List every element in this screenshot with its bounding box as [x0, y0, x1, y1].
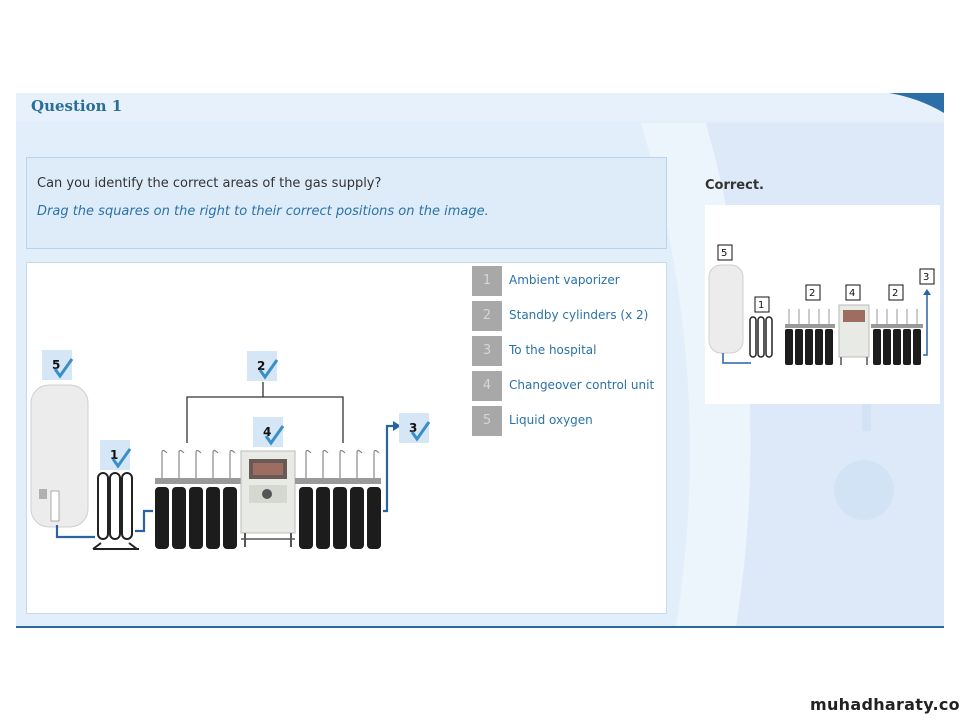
question-text: Can you identify the correct areas of th…	[37, 176, 382, 191]
legend-item-4[interactable]: 4 Changeover control unit	[472, 371, 662, 401]
legend-label: To the hospital	[509, 343, 597, 357]
standby-cylinders-left	[155, 449, 241, 549]
legend-item-1[interactable]: 1 Ambient vaporizer	[472, 266, 662, 296]
legend-item-5[interactable]: 5 Liquid oxygen	[472, 406, 662, 436]
svg-text:4: 4	[849, 288, 855, 299]
drag-drop-activity: 5 2 4 3 1	[26, 262, 667, 614]
thumb-label-2-left: 2	[805, 284, 821, 301]
marker-5: 5	[42, 350, 74, 380]
prompt-box: Can you identify the correct areas of th…	[26, 157, 667, 249]
supply-pipe	[55, 424, 393, 539]
legend-label: Standby cylinders (x 2)	[509, 308, 649, 322]
standby-cylinders-right	[295, 449, 381, 549]
changeover-control-unit	[240, 450, 296, 547]
thumb-label-1: 1	[754, 296, 770, 313]
svg-text:1: 1	[758, 300, 764, 311]
marker-2: 2	[247, 351, 279, 381]
bottom-divider	[16, 626, 944, 628]
svg-text:5: 5	[721, 248, 727, 259]
instruction-text: Drag the squares on the right to their c…	[37, 204, 489, 219]
marker-1: 1	[100, 440, 132, 470]
legend-label: Liquid oxygen	[509, 413, 593, 427]
thumb-label-5: 5	[717, 244, 733, 261]
svg-text:3: 3	[409, 421, 417, 435]
legend-item-3[interactable]: 3 To the hospital	[472, 336, 662, 366]
drag-square-2[interactable]: 2	[472, 301, 502, 331]
marker-3: 3	[399, 413, 431, 443]
drag-square-4[interactable]: 4	[472, 371, 502, 401]
legend-label: Ambient vaporizer	[509, 273, 620, 287]
corner-accent	[889, 93, 944, 113]
feedback-status: Correct.	[705, 178, 764, 193]
to-hospital-arrow	[393, 421, 401, 431]
svg-text:1: 1	[110, 448, 118, 462]
answer-thumbnail: 5 1 2 4 2 3	[705, 205, 940, 404]
question-title: Question 1	[31, 97, 123, 115]
svg-text:2: 2	[809, 288, 815, 299]
title-bar: Question 1	[16, 93, 944, 121]
svg-text:2: 2	[257, 359, 265, 373]
thumb-label-4: 4	[845, 284, 861, 301]
legend-item-2[interactable]: 2 Standby cylinders (x 2)	[472, 301, 662, 331]
drag-square-1[interactable]: 1	[472, 266, 502, 296]
svg-text:5: 5	[52, 358, 60, 372]
svg-text:3: 3	[923, 272, 929, 283]
svg-text:2: 2	[892, 288, 898, 299]
legend-label: Changeover control unit	[509, 378, 655, 392]
gas-supply-diagram: 5 2 4 3 1	[30, 350, 431, 550]
marker-4: 4	[253, 417, 285, 447]
liquid-oxygen-tank	[30, 384, 89, 528]
thumb-label-2-right: 2	[888, 284, 904, 301]
drag-square-3[interactable]: 3	[472, 336, 502, 366]
site-watermark: muhadharaty.com	[810, 695, 960, 714]
standby-bracket	[186, 396, 344, 443]
answer-thumbnail-diagram: 5 1 2 4 2 3	[708, 244, 935, 365]
drag-square-5[interactable]: 5	[472, 406, 502, 436]
svg-text:4: 4	[263, 425, 271, 439]
thumb-label-3: 3	[919, 268, 935, 285]
ambient-vaporizer	[92, 472, 139, 550]
